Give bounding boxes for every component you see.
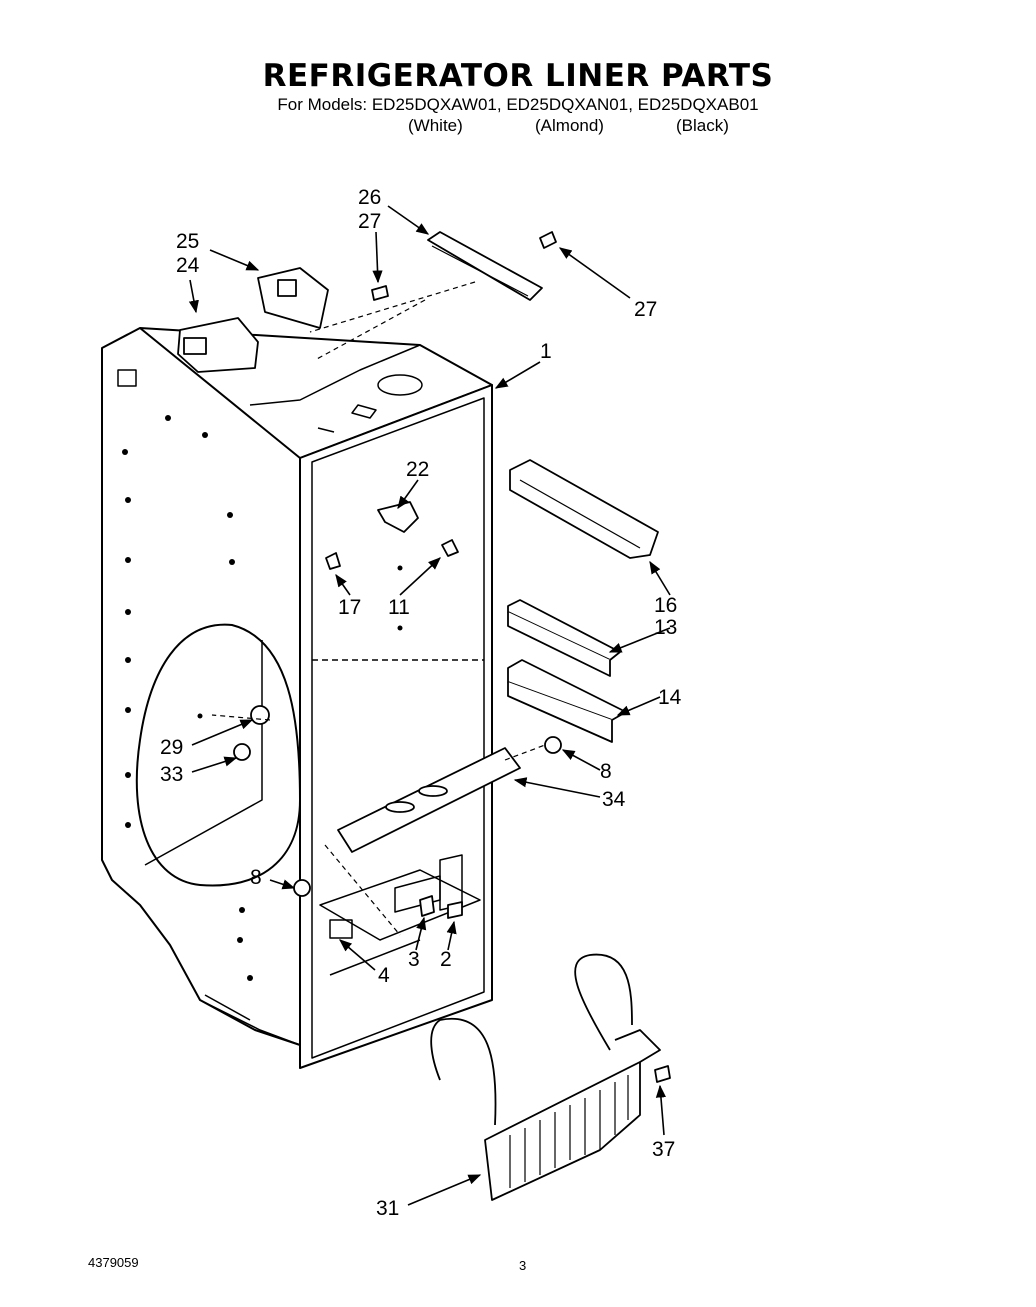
- drain-heater-assembly: [430, 953, 671, 1201]
- color-almond-label: (Almond): [535, 116, 604, 135]
- callout-31: 31: [376, 1197, 399, 1220]
- callout-25: 25: [176, 230, 199, 253]
- models-line: For Models: ED25DQXAW01, ED25DQXAN01, ED…: [277, 95, 759, 114]
- callout-8-right: 8: [600, 760, 612, 783]
- callout-37: 37: [652, 1138, 675, 1161]
- callout-3: 3: [408, 948, 420, 971]
- callout-4: 4: [378, 964, 390, 987]
- page-title: REFRIGERATOR LINER PARTS: [262, 58, 774, 94]
- callout-2: 2: [440, 948, 452, 971]
- callout-34: 34: [602, 788, 626, 811]
- refrigerator-liner: [101, 327, 493, 1069]
- page-number: 3: [519, 1258, 527, 1273]
- callout-27: 27: [358, 210, 381, 233]
- callout-33: 33: [160, 763, 183, 786]
- callout-16: 16: [654, 594, 677, 617]
- color-black-label: (Black): [676, 116, 729, 135]
- callout-17: 17: [338, 596, 361, 619]
- callout-1: 1: [540, 340, 552, 363]
- callout-24: 24: [176, 254, 200, 277]
- parts: [177, 231, 659, 919]
- callout-11: 11: [388, 596, 410, 619]
- document-number: 4379059: [88, 1255, 139, 1270]
- color-white-label: (White): [408, 116, 463, 135]
- callout-13: 13: [654, 616, 677, 639]
- callout-numbers: 26 27 25 24 27 1 22 17 11 16 13 14 29 33…: [160, 186, 682, 1220]
- callout-29: 29: [160, 736, 183, 759]
- callout-8-left: 8: [250, 866, 262, 889]
- callout-14: 14: [658, 686, 682, 709]
- leader-lines: [188, 205, 671, 1206]
- callout-26: 26: [358, 186, 381, 209]
- callout-27-right: 27: [634, 298, 657, 321]
- callout-22: 22: [406, 458, 429, 481]
